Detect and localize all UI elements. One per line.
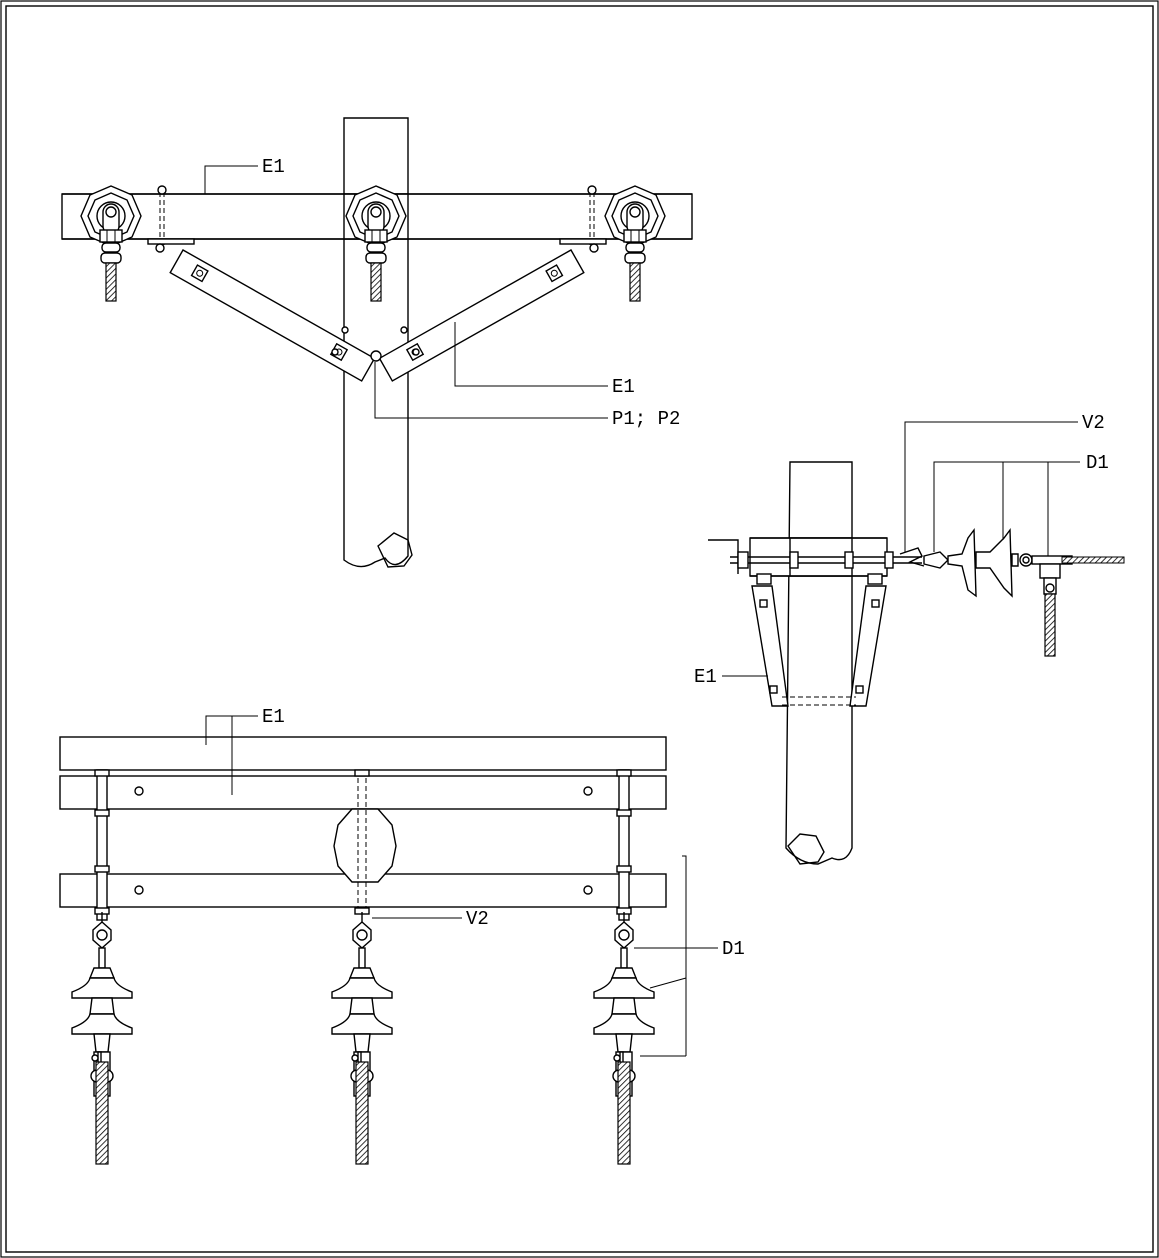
pole-top-view — [343, 117, 409, 568]
side-elevation-view: V2 D1 E1 — [694, 412, 1125, 865]
right-brace — [378, 249, 585, 382]
pole-side-view — [785, 461, 853, 865]
suspension-string-left — [71, 911, 133, 1165]
suspension-string-center — [331, 911, 393, 1165]
label-e1-top-crossarm: E1 — [262, 156, 285, 178]
label-d1-bottom: D1 — [722, 938, 745, 960]
crossarm-bottom-upper — [59, 736, 667, 771]
bottom-plan-view: E1 V2 D1 — [59, 706, 745, 1165]
pole-section — [333, 808, 397, 883]
suspension-string-right — [593, 911, 655, 1165]
side-brace-right — [849, 585, 887, 707]
pin-insulator-right — [604, 185, 666, 302]
pin-insulator-left — [80, 185, 142, 302]
label-e1-side: E1 — [694, 666, 717, 688]
label-v2-bottom: V2 — [466, 908, 489, 930]
top-elevation-view: E1 E1 P1; P2 — [61, 117, 693, 568]
label-p1-p2: P1; P2 — [612, 408, 680, 430]
label-d1-side: D1 — [1086, 452, 1109, 474]
label-v2-side: V2 — [1082, 412, 1105, 434]
strain-insulator-string — [899, 527, 1125, 657]
crossarm-bottom-middle — [59, 775, 667, 810]
left-brace — [169, 249, 376, 382]
pin-insulator-center — [345, 185, 407, 302]
label-e1-top-brace: E1 — [612, 376, 635, 398]
label-e1-bottom: E1 — [262, 706, 285, 728]
side-brace-left — [751, 585, 789, 707]
center-bolt — [370, 350, 382, 362]
